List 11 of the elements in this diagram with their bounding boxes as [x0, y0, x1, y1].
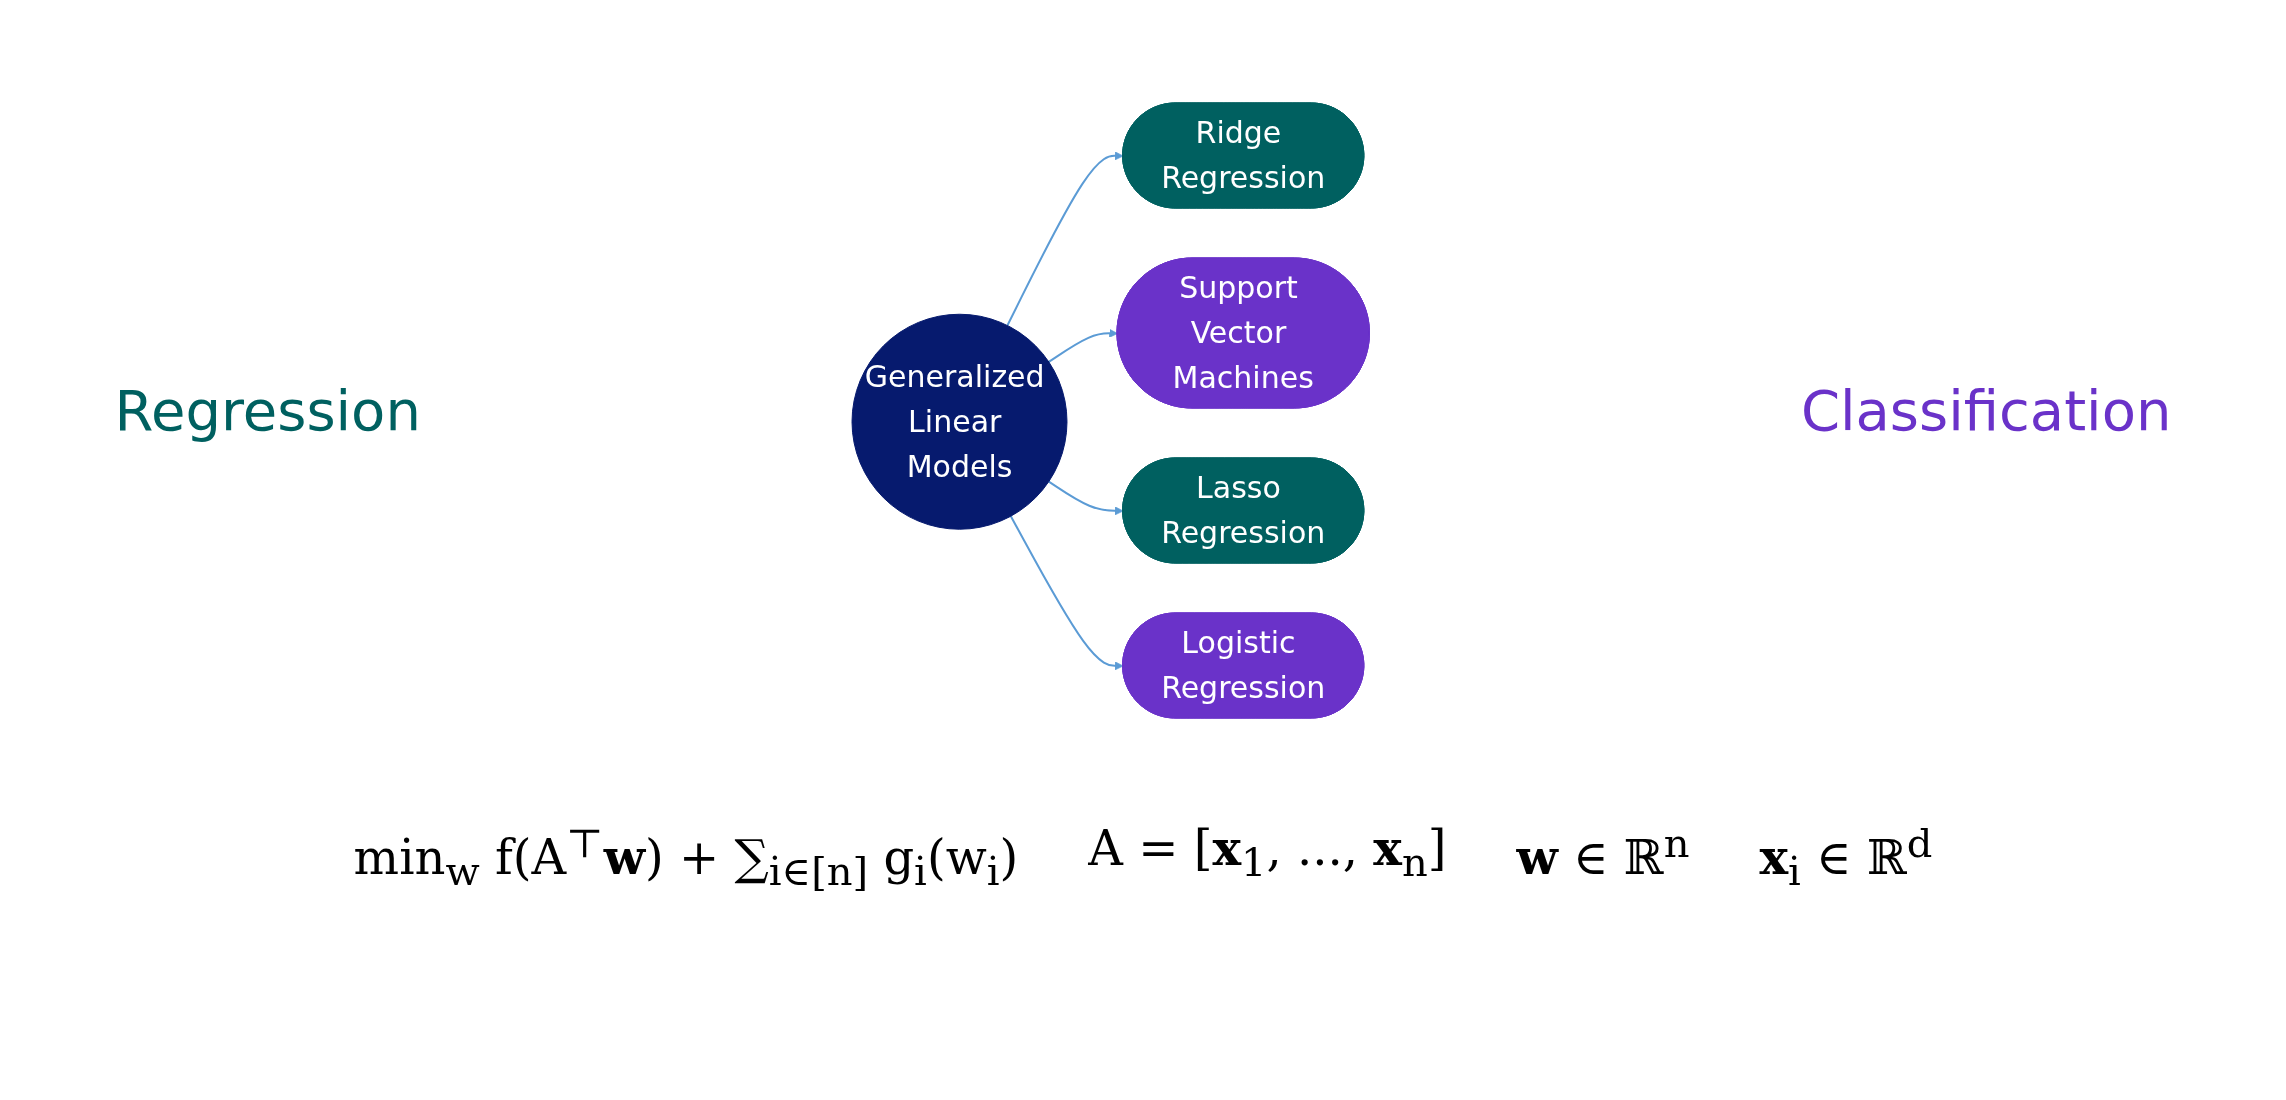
arrow	[1006, 150, 1124, 326]
group-label: Classification	[1800, 377, 2172, 443]
group-label: Regression	[114, 377, 421, 443]
formula-text: min$_{w}$ f(A$^{⊤}$w) + ∑$_{i∈[n]}$ g$_{i}$(w$_{i}$)	[353, 820, 1019, 894]
arrow	[1010, 514, 1124, 670]
formula-text: w ∈ ℝ$^{n}$	[1516, 820, 1690, 887]
formula-text: x$_{i}$ ∈ ℝ$^{d}$	[1759, 820, 1933, 894]
formula-text: A = [x$_{1}$, ..., x$_{n}$]	[1088, 820, 1447, 887]
node-circle: Generalized Linear Models	[851, 313, 1068, 530]
arrow	[1047, 480, 1124, 515]
arrow	[1047, 328, 1119, 363]
